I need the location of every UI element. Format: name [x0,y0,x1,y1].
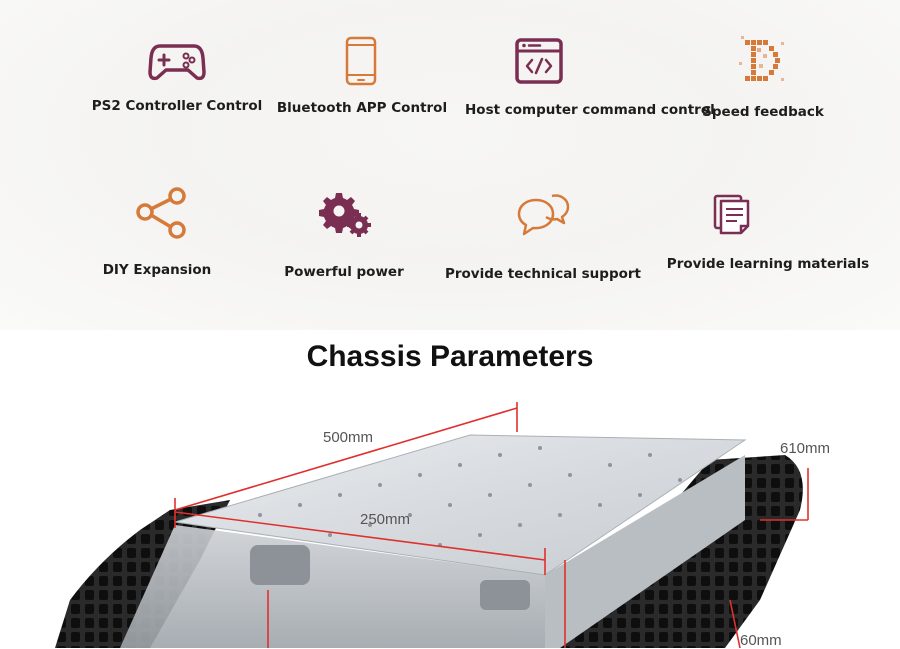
features-panel: PS2 Controller Control Bluetooth APP Con… [0,0,900,330]
feature-diy-expansion: DIY Expansion [47,184,267,278]
feature-label: Provide learning materials [666,256,870,272]
feature-label: Provide technical support [444,266,642,282]
feature-learning-materials: Provide learning materials [658,193,878,272]
feature-ps2-controller: PS2 Controller Control [67,38,287,114]
feature-bluetooth-app: Bluetooth APP Control [252,36,472,116]
dimension-length: 500mm [323,429,374,446]
share-nodes-icon [136,187,186,239]
feature-host-computer: Host computer command control [465,37,715,118]
dimension-depth: 610mm [780,440,831,457]
feature-label: Bluetooth APP Control [276,100,448,116]
feature-label: Host computer command control [465,102,715,118]
document-icon [713,194,750,235]
pixel-d-icon [739,36,784,81]
feature-speed-feedback: Speed feedback [653,34,873,120]
feature-label: Powerful power [284,264,404,280]
section-title: Chassis Parameters [306,340,594,373]
gamepad-icon [148,44,206,81]
smartphone-icon [345,36,377,86]
feature-powerful-power: Powerful power [234,191,454,280]
feature-label: PS2 Controller Control [91,98,263,114]
chassis-image [55,402,809,648]
feature-label: Speed feedback [702,104,824,120]
code-window-icon [515,38,563,84]
feature-technical-support: Provide technical support [433,188,653,282]
dimension-width: 250mm [360,511,411,528]
chat-bubbles-icon [517,194,570,236]
gears-icon [319,193,371,237]
dimension-track-height: 60mm [740,632,782,649]
feature-label: DIY Expansion [102,262,212,278]
